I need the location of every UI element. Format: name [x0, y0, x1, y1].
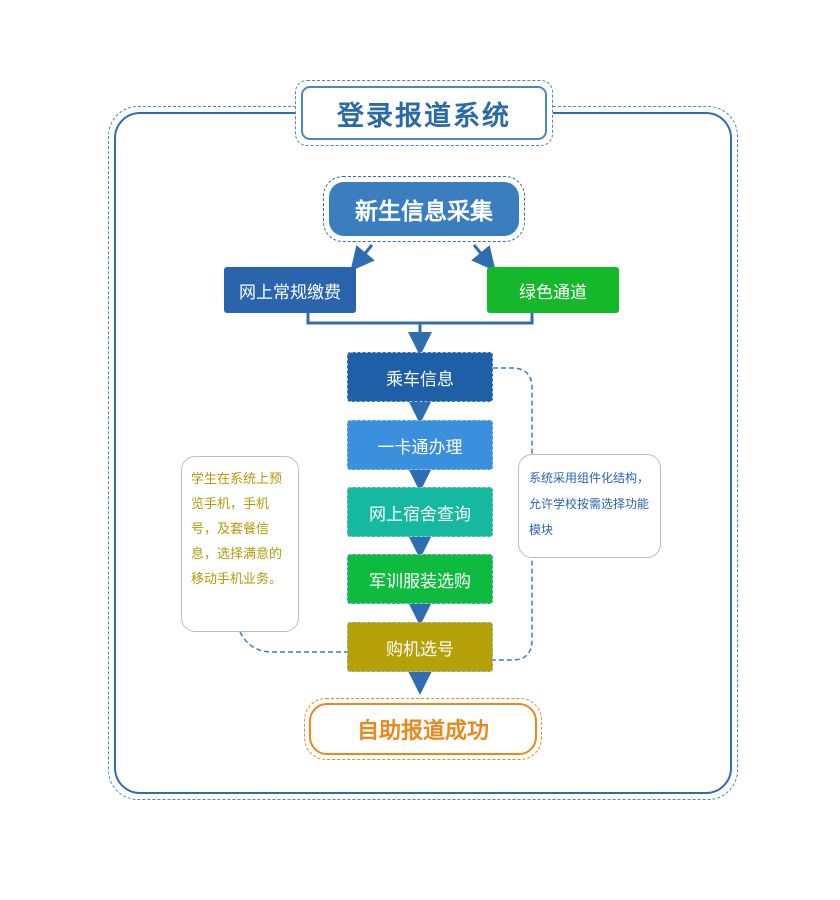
arrow-to-right-branch: [471, 244, 496, 272]
branch-right-node: 绿色通道: [487, 267, 619, 313]
step-node-2: 一卡通办理: [347, 420, 493, 470]
note-left: 学生在系统上预览手机，手机号，及套餐信息，选择满意的移动手机业务。: [181, 456, 299, 632]
step-node-4: 军训服装选购: [347, 554, 493, 604]
left-dashed-leader: [239, 631, 347, 653]
diagram-title: 登录报道系统: [301, 86, 547, 140]
end-node: 自助报道成功: [309, 703, 537, 755]
step-node-1: 乘车信息: [347, 352, 493, 402]
step-node-5: 购机选号: [347, 622, 493, 672]
end-node-frame: [304, 698, 542, 760]
branch-left-node: 网上常规缴费: [224, 267, 356, 313]
start-node: 新生信息采集: [329, 182, 519, 236]
step-node-3: 网上宿舍查询: [347, 487, 493, 537]
start-node-frame: [323, 176, 525, 242]
arrow-to-left-branch: [350, 244, 375, 272]
note-right: 系统采用组件化结构，允许学校按需选择功能模块: [518, 454, 661, 558]
